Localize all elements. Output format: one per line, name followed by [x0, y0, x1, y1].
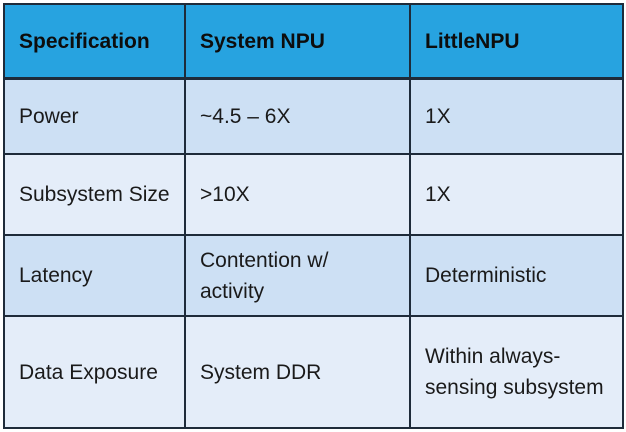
cell-system-npu-latency: Contention w/ activity — [184, 234, 411, 317]
header-littlenpu: LittleNPU — [409, 3, 624, 80]
table-row: Subsystem Size >10X 1X — [3, 153, 624, 236]
table-row: Data Exposure System DDR Within always-s… — [3, 315, 624, 429]
cell-spec-data-exposure: Data Exposure — [3, 315, 186, 429]
header-system-npu: System NPU — [184, 3, 411, 80]
comparison-table: Specification System NPU LittleNPU Power… — [3, 3, 624, 429]
comparison-table-container: Specification System NPU LittleNPU Power… — [3, 3, 624, 429]
cell-spec-subsystem-size: Subsystem Size — [3, 153, 186, 236]
table-header-row: Specification System NPU LittleNPU — [3, 3, 624, 80]
cell-system-npu-subsystem-size: >10X — [184, 153, 411, 236]
table-row: Latency Contention w/ activity Determini… — [3, 234, 624, 317]
cell-littlenpu-subsystem-size: 1X — [409, 153, 624, 236]
cell-littlenpu-data-exposure: Within always-sensing subsystem — [409, 315, 624, 429]
cell-littlenpu-latency: Deterministic — [409, 234, 624, 317]
cell-spec-power: Power — [3, 77, 186, 155]
header-specification: Specification — [3, 3, 186, 80]
table-row: Power ~4.5 – 6X 1X — [3, 77, 624, 155]
cell-system-npu-data-exposure: System DDR — [184, 315, 411, 429]
cell-spec-latency: Latency — [3, 234, 186, 317]
cell-littlenpu-power: 1X — [409, 77, 624, 155]
cell-system-npu-power: ~4.5 – 6X — [184, 77, 411, 155]
